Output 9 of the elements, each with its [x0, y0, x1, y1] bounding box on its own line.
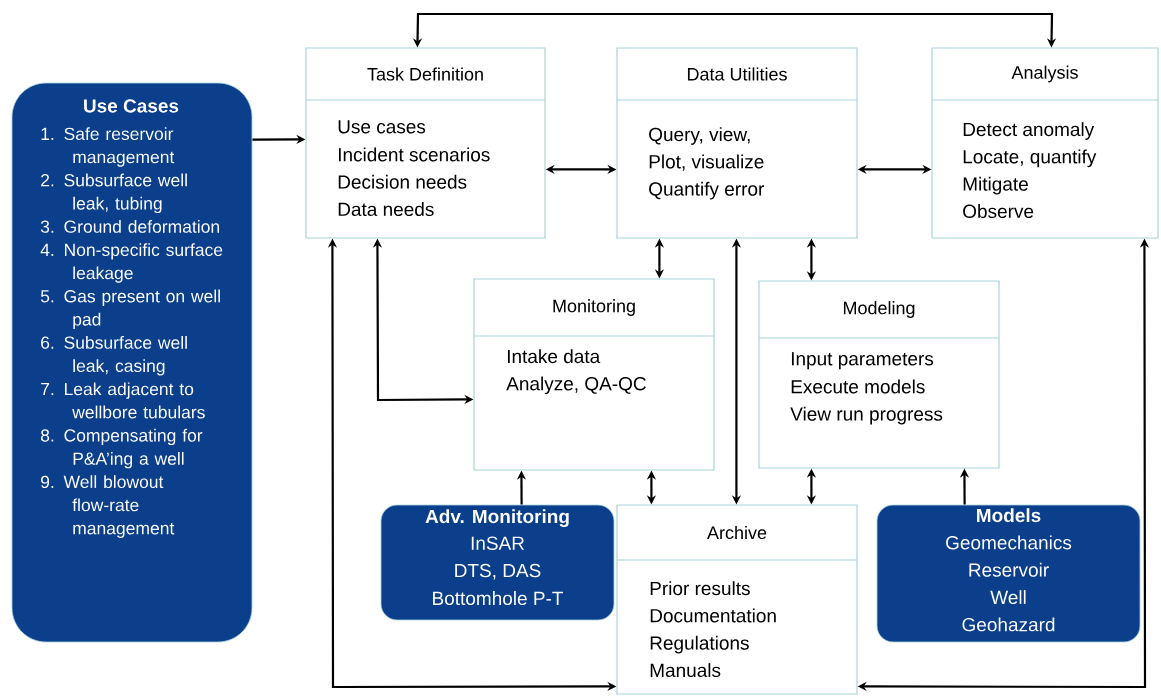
process-box: Task Definition Use cases Incident scenarios Decision needs Data needs	[305, 47, 546, 239]
use-case-panel: Use Cases 1. Safe reservoir management 2. Subsurface well leak, tubing 3. Ground deformation 4. Non-specific surface leakage 5. Gas present on well pad 6. Subsurface well leak, casing 7. Leak adjacent to wellbore tubulars 8. Compensating for P&A’ing a well 9. Well blowout flow-rate management	[11, 82, 253, 643]
process-box: Modeling Input parameters Execute models View run progress	[758, 280, 1000, 469]
input-box: Adv. Monitoring InSAR DTS, DAS Bottomhole P-T	[380, 504, 615, 621]
input-box: Models Geomechanics Reservoir Well Geohazard	[876, 504, 1141, 643]
process-box: Analysis Detect anomaly Locate, quantify Mitigate Observe	[931, 47, 1159, 239]
process-box: Archive Prior results Documentation Regulations Manuals	[616, 504, 858, 695]
process-box: Monitoring Intake data Analyze, QA-QC	[473, 278, 715, 471]
process-box: Data Utilities Query, view, Plot, visualize Quantify error	[616, 47, 858, 239]
